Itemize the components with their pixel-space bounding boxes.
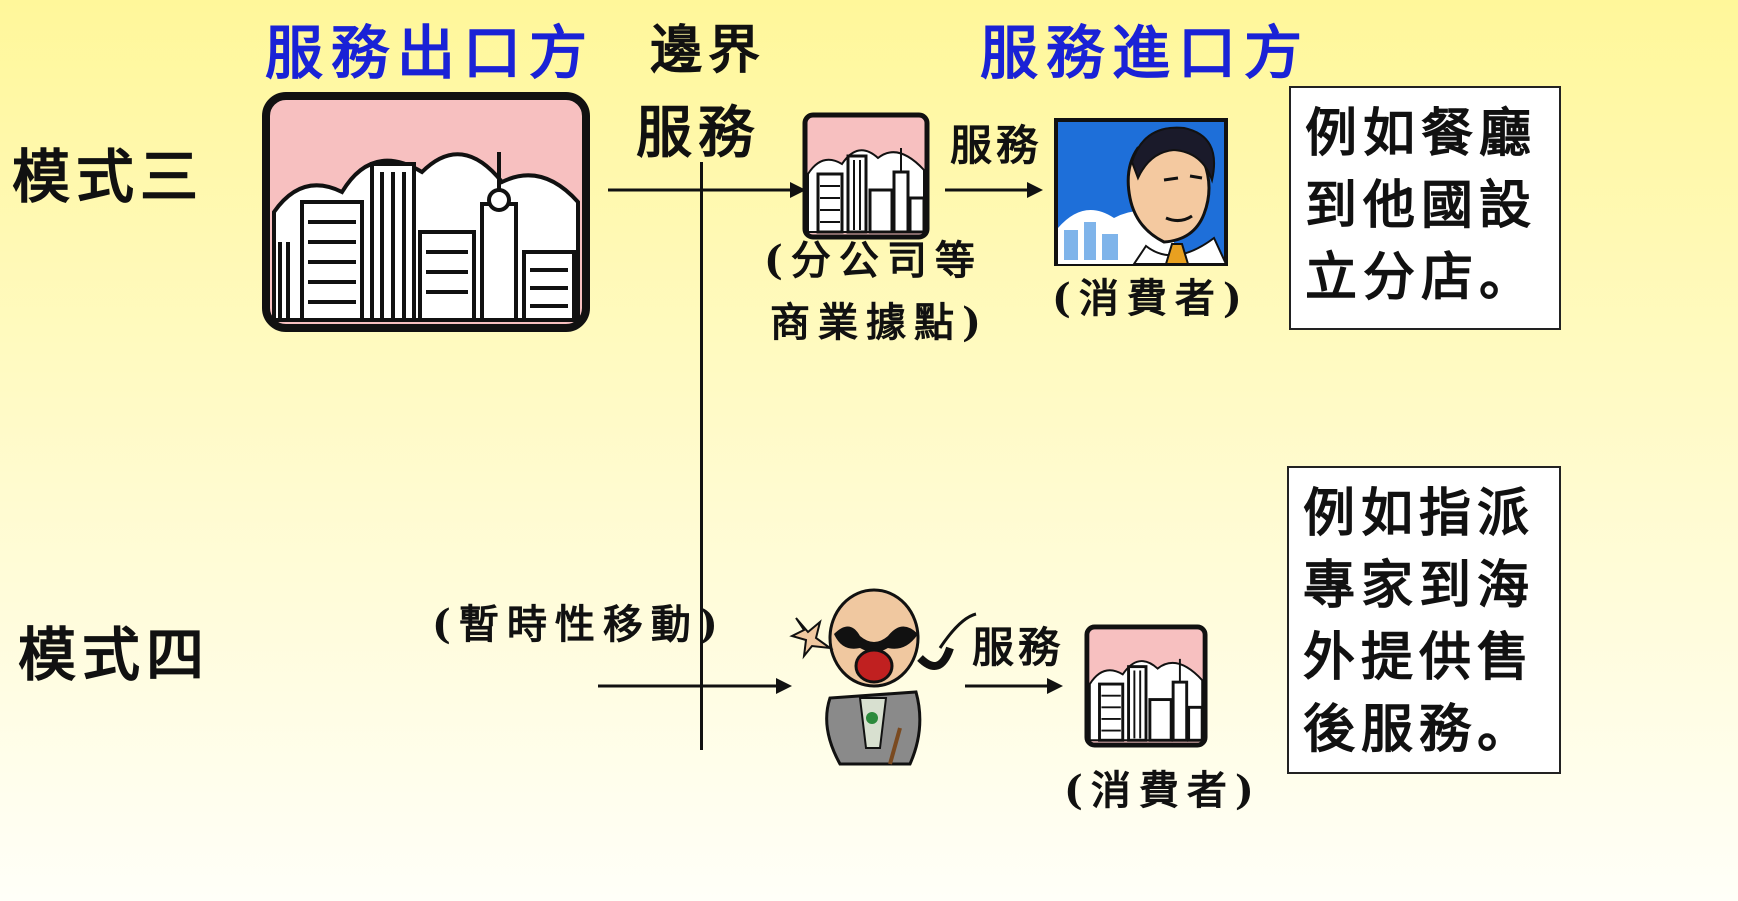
- city-skyline-icon: [262, 92, 590, 332]
- consumer-city-icon: [1084, 624, 1208, 748]
- mode4-consumer-caption: (消費者): [1064, 767, 1262, 814]
- mode4-note-line: 後服務。: [1303, 699, 1536, 760]
- branch-city-icon: [802, 112, 930, 240]
- mode3-service-label: 服務: [950, 121, 1043, 170]
- mode3-example-note: 例如餐廳 到他國設 立分店。: [1289, 86, 1561, 330]
- border-service-label: 服務: [636, 100, 760, 166]
- cartoon-man-with-mustache-icon: [789, 588, 977, 766]
- mode3-label: 模式三: [12, 143, 205, 211]
- mode3-note-line: 例如餐廳: [1305, 103, 1538, 164]
- mode3-note-line: 立分店。: [1305, 247, 1538, 308]
- mode3-note-line: 到他國設: [1305, 175, 1538, 236]
- importer-heading: 服務進口方: [980, 19, 1311, 87]
- arrow-right-icon: [608, 182, 806, 198]
- arrow-right-icon: [598, 678, 792, 694]
- mode4-note-line: 專家到海: [1303, 555, 1536, 616]
- border-heading: 邊界: [650, 20, 767, 81]
- mode4-service-label: 服務: [972, 623, 1065, 672]
- arrow-right-icon: [945, 182, 1043, 198]
- arrow-right-icon: [965, 678, 1063, 694]
- mode3-consumer-caption: (消費者): [1052, 275, 1250, 322]
- exporter-heading: 服務出口方: [265, 19, 596, 87]
- mode4-note-line: 例如指派: [1303, 483, 1536, 544]
- mode4-example-note: 例如指派 專家到海 外提供售 後服務。: [1287, 466, 1561, 774]
- border-line: [700, 162, 703, 750]
- temporary-movement-caption: (暫時性移動): [432, 601, 726, 648]
- businessman-icon: [1054, 118, 1228, 266]
- mode4-note-line: 外提供售: [1303, 627, 1536, 688]
- branch-caption-line2: 商業據點): [770, 299, 989, 346]
- branch-caption-line1: (分公司等: [764, 237, 983, 284]
- mode4-label: 模式四: [18, 621, 211, 689]
